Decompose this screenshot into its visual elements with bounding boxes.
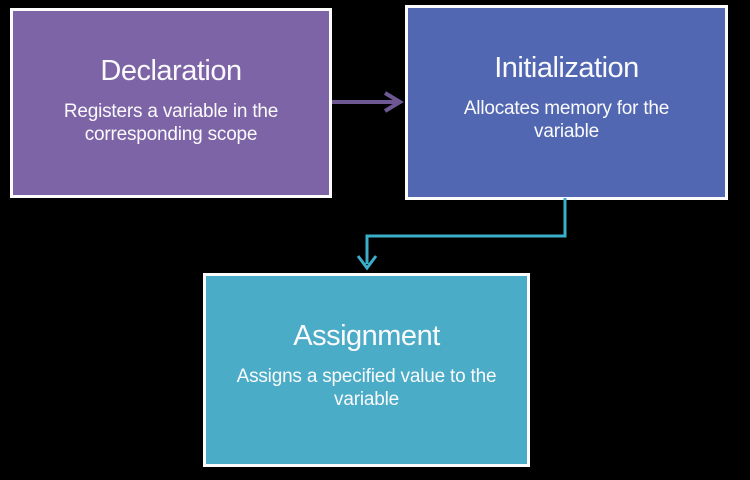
arrow-initialization-to-assignment — [356, 198, 567, 271]
node-declaration-description: Registers a variable in the correspondin… — [13, 100, 329, 146]
node-initialization-description: Allocates memory for the variable — [408, 97, 725, 143]
node-declaration-title: Declaration — [100, 55, 242, 87]
description-line: Assigns a specified value to the — [236, 366, 497, 387]
node-assignment: Assignment Assigns a specified value to … — [203, 273, 530, 467]
arrow-declaration-to-initialization — [332, 91, 404, 113]
arrow-head-down-icon — [356, 255, 378, 271]
node-assignment-title: Assignment — [293, 320, 440, 352]
description-line: variable — [534, 121, 599, 142]
description-line: Registers a variable in the — [63, 101, 279, 122]
arrow-elbow-shaft — [365, 198, 567, 264]
description-line: corresponding scope — [84, 124, 258, 145]
node-initialization-title: Initialization — [494, 52, 639, 84]
node-declaration: Declaration Registers a variable in the … — [10, 8, 332, 198]
node-assignment-description: Assigns a specified value to the variabl… — [206, 365, 527, 411]
description-line: Allocates memory for the — [463, 98, 670, 119]
arrow-head-right-icon — [383, 91, 404, 113]
description-line: variable — [334, 389, 399, 410]
node-initialization: Initialization Allocates memory for the … — [405, 5, 728, 200]
